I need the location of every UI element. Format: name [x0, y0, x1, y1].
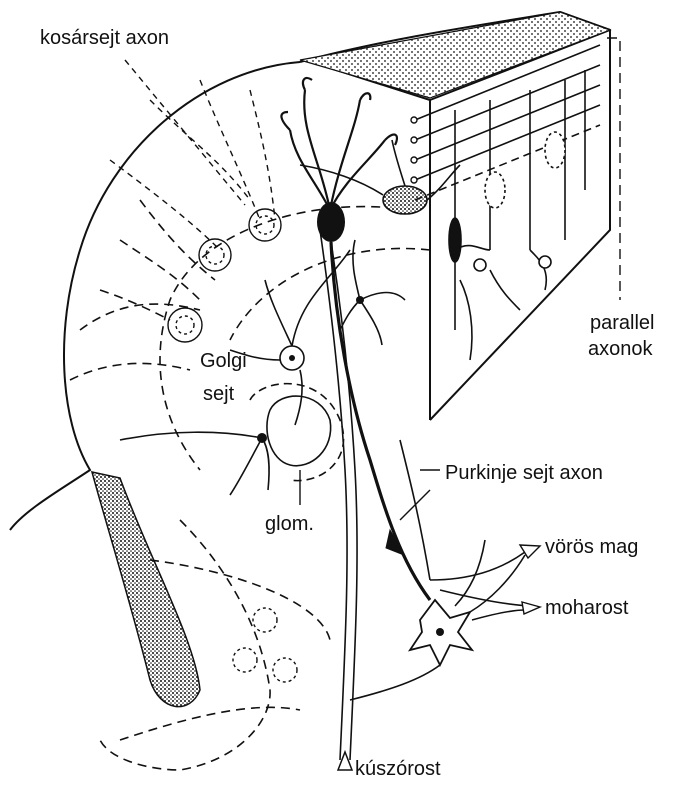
right-panel-cell-bodies [449, 132, 565, 271]
purkinje-cell [281, 78, 397, 210]
folium-outline [10, 12, 610, 530]
label-purkinje-axon: Purkinje sejt axon [445, 462, 603, 484]
label-golgi: Golgi [200, 350, 247, 372]
molecular-layer-top-band [300, 12, 610, 98]
purkinje-axon [331, 242, 430, 600]
label-basket-axon: kosársejt axon [40, 27, 169, 49]
label-axonok: axonok [588, 338, 653, 360]
parallel-fibre-terminals [411, 117, 417, 183]
label-parallel: parallel [590, 312, 654, 334]
right-panel-dendrites [455, 70, 585, 360]
stellate-cell [340, 240, 405, 345]
white-matter-core [92, 472, 200, 707]
label-climbing-fibre: kúszórost [355, 758, 441, 780]
leader-lines [300, 38, 620, 520]
label-red-nucleus: vörös mag [545, 536, 638, 558]
golgi-nucleus [289, 355, 295, 361]
granule-cells [168, 209, 297, 682]
mossy-fibre-arrow [522, 602, 540, 614]
basket-axon-fibres [110, 60, 275, 250]
deep-nucleus-nucleus [436, 628, 444, 636]
label-glom: glom. [265, 513, 314, 535]
stellate-nucleus [356, 296, 364, 304]
label-golgi-sejt: sejt [203, 383, 234, 405]
red-nucleus-arrow [520, 545, 540, 558]
granule-cell-soma-glom [257, 433, 267, 443]
label-mossy-fibre: moharost [545, 597, 628, 619]
